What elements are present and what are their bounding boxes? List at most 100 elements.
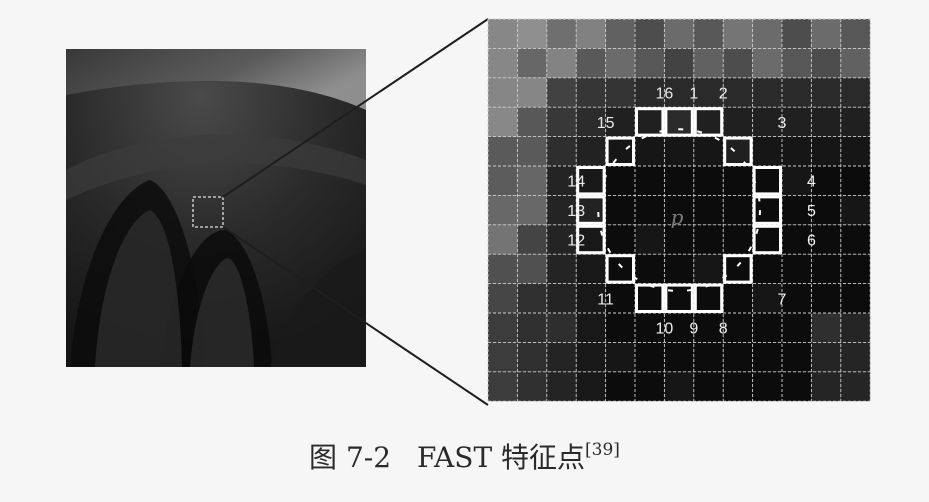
grid-pixel xyxy=(811,166,841,196)
grid-pixel xyxy=(840,195,871,225)
grid-pixel xyxy=(546,224,577,255)
grid-pixel xyxy=(546,166,577,196)
grid-pixel xyxy=(488,77,518,108)
grid-pixel xyxy=(811,313,841,343)
grid-pixel xyxy=(576,77,606,108)
caption-number: 图 7-2 xyxy=(309,441,392,474)
grid-pixel xyxy=(811,48,841,78)
grid-pixel xyxy=(488,19,518,49)
grid-pixel xyxy=(546,77,577,108)
grid-pixel xyxy=(635,371,665,402)
grid-pixel xyxy=(840,48,871,78)
grid-pixel xyxy=(605,136,635,166)
grid-pixel xyxy=(517,107,547,137)
grid-pixel xyxy=(752,313,782,343)
grid-pixel xyxy=(664,224,694,255)
grid-pixel xyxy=(782,195,812,225)
circle-label-6: 6 xyxy=(807,233,816,250)
grid-pixel xyxy=(664,342,694,372)
grid-pixel xyxy=(723,224,753,255)
grid-pixel xyxy=(635,48,665,78)
grid-pixel xyxy=(693,77,724,108)
grid-pixel xyxy=(723,107,753,137)
grid-pixel xyxy=(605,313,635,343)
grid-pixel xyxy=(576,166,606,196)
grid-pixel xyxy=(752,195,782,225)
source-image xyxy=(66,49,366,367)
grid-pixel xyxy=(517,48,547,78)
grid-pixel xyxy=(605,283,635,313)
grid-pixel xyxy=(664,107,694,137)
grid-pixel xyxy=(546,254,577,284)
grid-pixel xyxy=(605,107,635,137)
grid-pixel xyxy=(693,224,724,255)
grid-pixel xyxy=(546,283,577,313)
grid-pixel xyxy=(840,224,871,255)
grid-pixel xyxy=(576,195,606,225)
grid-pixel xyxy=(811,224,841,255)
grid-pixel xyxy=(693,283,724,313)
grid-pixel xyxy=(840,166,871,196)
circle-label-2: 2 xyxy=(719,86,728,103)
circle-label-16: 16 xyxy=(656,86,674,103)
grid-pixel xyxy=(723,136,753,166)
grid-pixel xyxy=(664,166,694,196)
circle-label-12: 12 xyxy=(567,233,585,250)
grid-pixel xyxy=(723,283,753,313)
circle-label-13: 13 xyxy=(567,203,585,220)
grid-pixel xyxy=(811,195,841,225)
grid-pixel xyxy=(517,19,547,49)
circle-pixel xyxy=(605,254,635,284)
circle-label-3: 3 xyxy=(778,115,787,132)
grid-pixel xyxy=(752,166,782,196)
grid-pixel xyxy=(576,107,606,137)
grid-pixel xyxy=(782,224,812,255)
grid-pixel xyxy=(488,371,518,402)
circle-pixel xyxy=(723,254,753,284)
grid-pixel xyxy=(840,107,871,137)
grid-pixel xyxy=(517,77,547,108)
circle-pixel xyxy=(576,224,606,255)
circle-label-10: 10 xyxy=(656,321,674,338)
circle-label-8: 8 xyxy=(719,321,728,338)
grid-pixel xyxy=(635,195,665,225)
grid-pixel xyxy=(605,371,635,402)
grid-pixel xyxy=(488,166,518,196)
grid-pixel xyxy=(840,254,871,284)
grid-pixel xyxy=(752,283,782,313)
circle-pixel xyxy=(664,107,694,137)
grid-pixel xyxy=(752,107,782,137)
grid-pixel xyxy=(664,283,694,313)
grid-pixel xyxy=(782,136,812,166)
grid-pixel xyxy=(488,195,518,225)
grid-pixel xyxy=(517,224,547,255)
grid-pixel xyxy=(693,313,724,343)
circle-label-9: 9 xyxy=(689,321,698,338)
grid-pixel xyxy=(488,283,518,313)
grid-pixel xyxy=(576,254,606,284)
grid-pixel xyxy=(635,224,665,255)
grid-pixel xyxy=(782,342,812,372)
grid-pixel xyxy=(576,19,606,49)
grid-pixel xyxy=(811,136,841,166)
grid-pixel xyxy=(664,195,694,225)
circle-pixel xyxy=(576,195,606,225)
grid-pixel xyxy=(811,283,841,313)
circle-label-4: 4 xyxy=(807,174,816,191)
grid-pixel xyxy=(752,136,782,166)
grid-pixel xyxy=(635,313,665,343)
grid-pixel xyxy=(723,48,753,78)
grid-pixel xyxy=(488,136,518,166)
grid-pixel xyxy=(517,283,547,313)
grid-pixel xyxy=(546,313,577,343)
grid-pixel xyxy=(752,48,782,78)
grid-pixel xyxy=(605,166,635,196)
grid-pixel xyxy=(811,19,841,49)
grid-pixel xyxy=(546,371,577,402)
grid-pixel xyxy=(605,19,635,49)
grid-pixel xyxy=(811,254,841,284)
grid-pixel xyxy=(664,313,694,343)
grid-pixel xyxy=(635,107,665,137)
circle-label-7: 7 xyxy=(778,291,787,308)
